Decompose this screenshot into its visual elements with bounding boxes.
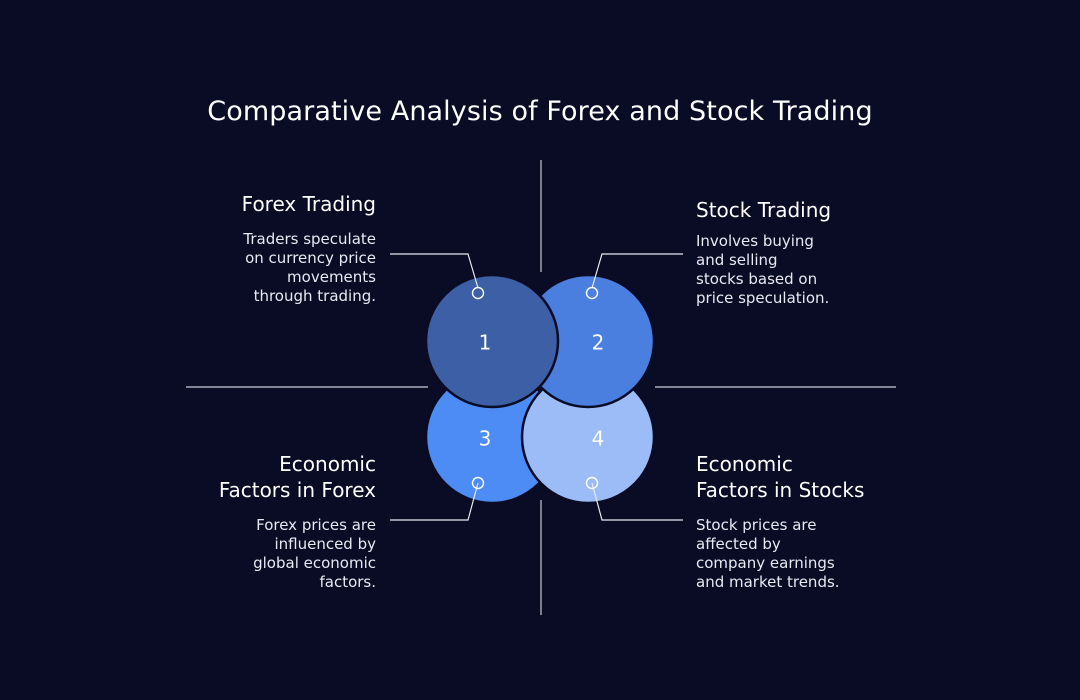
connector-2: [591, 253, 683, 289]
circle-1: [424, 273, 560, 409]
heading-line: Forex Trading: [241, 192, 376, 216]
description-line: global economic: [253, 554, 376, 572]
marker-1: [471, 286, 485, 300]
quadrant-description: Traders speculate on currency price move…: [76, 230, 376, 306]
circle-number-3: 3: [479, 427, 492, 451]
description-line: price speculation.: [696, 289, 830, 307]
circle-number-4: 4: [592, 427, 605, 451]
description-line: affected by: [696, 535, 781, 553]
marker-2: [585, 286, 599, 300]
description-line: factors.: [319, 573, 376, 591]
description-line: and market trends.: [696, 573, 840, 591]
description-line: stocks based on: [696, 270, 818, 288]
quadrant-description: Forex prices are influenced by global ec…: [76, 516, 376, 592]
connector-3: [390, 482, 479, 521]
description-line: on currency price: [245, 249, 376, 267]
description-line: company earnings: [696, 554, 835, 572]
description-line: Involves buying: [696, 232, 814, 250]
heading-line: Stock Trading: [696, 198, 832, 222]
marker-4: [585, 476, 599, 490]
page-title: Comparative Analysis of Forex and Stock …: [207, 96, 873, 127]
heading-line: Economic: [279, 452, 376, 476]
quadrant-heading: Stock Trading: [696, 197, 996, 223]
heading-line: Factors in Forex: [218, 478, 376, 502]
description-line: and selling: [696, 251, 778, 269]
circle-number-2: 2: [592, 331, 605, 355]
description-line: movements: [287, 268, 376, 286]
connector-1: [390, 253, 479, 289]
connector-4: [591, 482, 683, 521]
heading-line: Factors in Stocks: [696, 478, 865, 502]
quadrant-heading: Economic Factors in Stocks: [696, 451, 996, 503]
quadrant-heading: Economic Factors in Forex: [76, 451, 376, 503]
quadrant-stock-trading: Stock Trading Involves buying and sellin…: [696, 197, 996, 308]
quadrant-description: Stock prices are affected by company ear…: [696, 516, 996, 592]
description-line: Forex prices are: [256, 516, 376, 534]
description-line: Stock prices are: [696, 516, 817, 534]
description-line: influenced by: [274, 535, 376, 553]
heading-line: Economic: [696, 452, 793, 476]
marker-3: [471, 476, 485, 490]
circle-number-1: 1: [479, 331, 492, 355]
quadrant-description: Involves buying and selling stocks based…: [696, 232, 996, 308]
description-line: Traders speculate: [243, 230, 376, 248]
quadrant-heading: Forex Trading: [76, 191, 376, 217]
quadrant-economic-factors-stocks: Economic Factors in Stocks Stock prices …: [696, 451, 996, 592]
description-line: through trading.: [253, 287, 376, 305]
quadrant-forex-trading: Forex Trading Traders speculate on curre…: [76, 191, 376, 306]
quadrant-economic-factors-forex: Economic Factors in Forex Forex prices a…: [76, 451, 376, 592]
